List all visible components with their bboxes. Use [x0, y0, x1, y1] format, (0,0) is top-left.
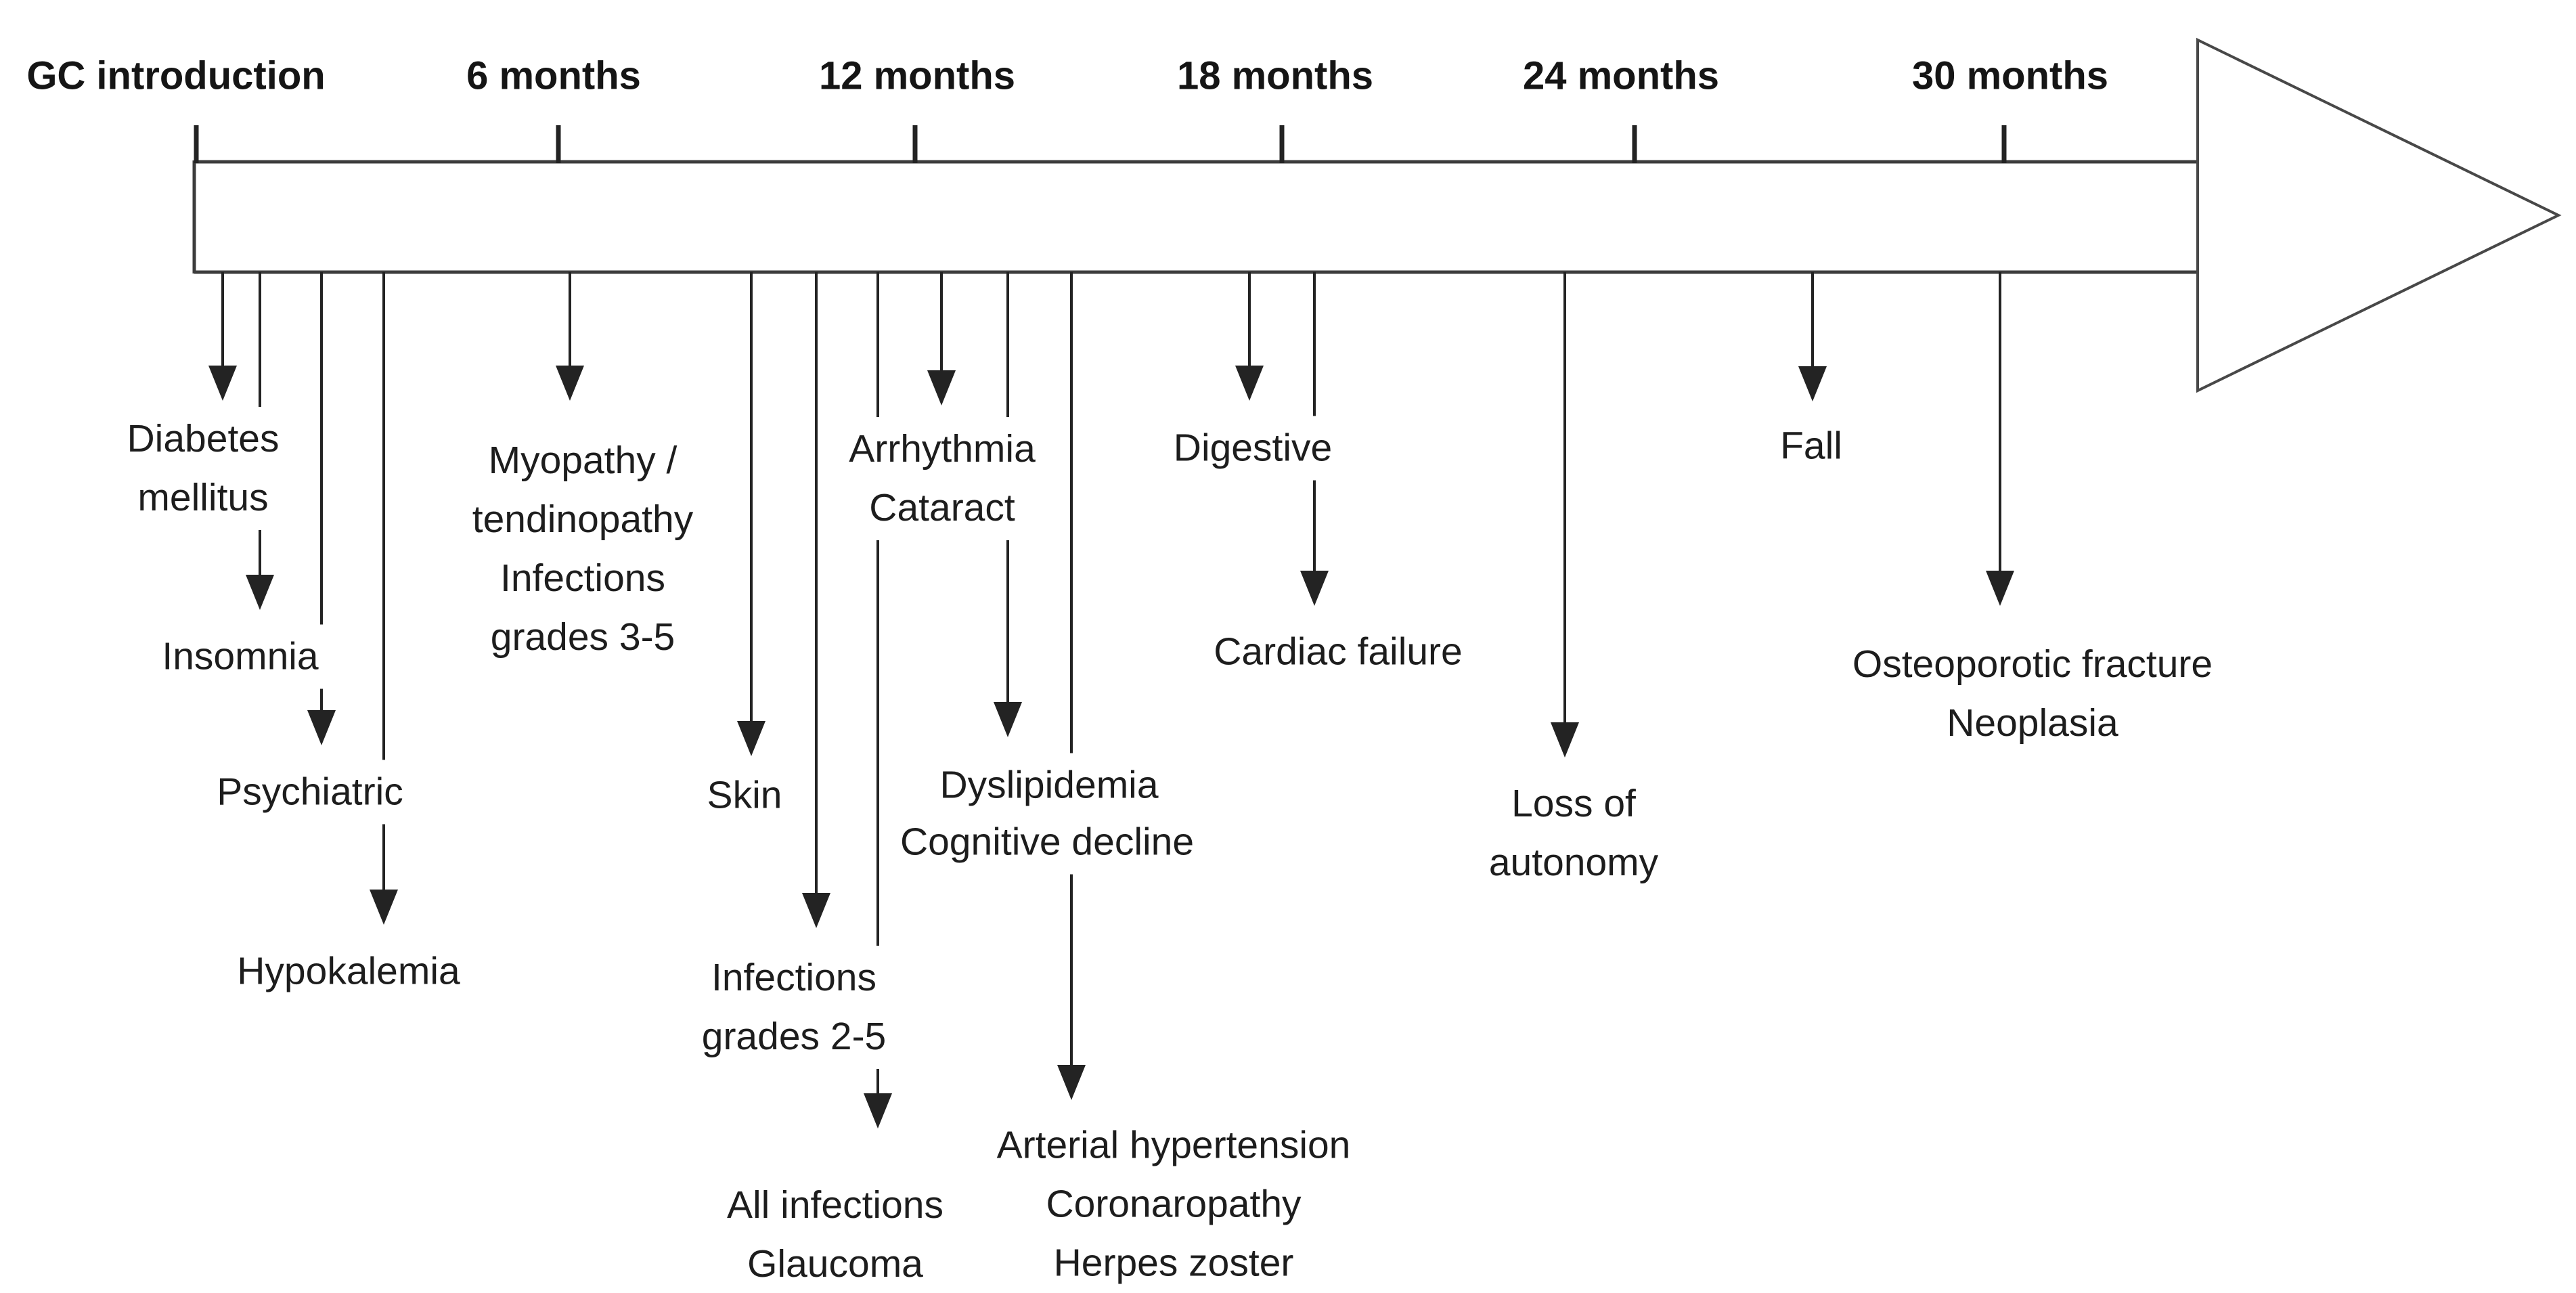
event-label-infections-grades-2-5: Infections grades 2-5 — [686, 946, 902, 1069]
event-label-digestive: Digestive — [1158, 416, 1348, 481]
arrow-diabetes-mellitus — [208, 272, 237, 401]
event-label-loss-of-autonomy: Loss of autonomy — [1473, 772, 1674, 895]
label-gc-introduction: GC introduction — [26, 53, 326, 98]
event-label-insomnia: Insomnia — [147, 624, 334, 689]
arrow-skin — [737, 272, 765, 756]
label-18-months: 18 months — [1176, 53, 1374, 98]
arrow-arterial-hypertension — [1057, 272, 1086, 1100]
arrow-hypokalemia — [370, 272, 398, 925]
event-arrows — [208, 272, 2014, 1128]
arrow-osteoporotic-fracture — [1986, 272, 2014, 606]
label-6-months: 6 months — [466, 53, 641, 98]
arrow-fall — [1798, 272, 1827, 401]
event-label-cognitive-decline: Cognitive decline — [885, 810, 1209, 875]
event-label-arrhythmia-cataract: Arrhythmia Cataract — [834, 417, 1050, 540]
event-label-all-infections-glaucoma: All infections Glaucoma — [712, 1173, 958, 1293]
timeline-arrow-head — [2196, 37, 2562, 393]
event-label-psychiatric: Psychiatric — [202, 760, 418, 825]
arrow-digestive — [1235, 272, 1264, 401]
month-ticks — [194, 125, 2007, 163]
event-label-hypokalemia: Hypokalemia — [222, 939, 475, 1004]
event-label-skin: Skin — [692, 763, 797, 828]
event-label-diabetes-mellitus: Diabetes mellitus — [112, 407, 294, 530]
event-label-fall: Fall — [1765, 414, 1857, 479]
timeline-bar — [192, 160, 2198, 274]
label-30-months: 30 months — [1911, 53, 2109, 98]
event-label-dyslipidemia: Dyslipidemia — [925, 753, 1174, 818]
arrow-myopathy-tendinopathy — [556, 272, 584, 401]
arrow-arrhythmia-cataract — [927, 272, 956, 406]
event-label-arterial-hypertension: Arterial hypertension Coronaropathy Herp… — [981, 1113, 1366, 1293]
event-label-osteoporotic-fracture: Osteoporotic fracture Neoplasia — [1837, 632, 2228, 755]
event-label-cardiac-failure: Cardiac failure — [1199, 619, 1478, 684]
label-12-months: 12 months — [818, 53, 1016, 98]
event-label-myopathy-tendinopathy: Myopathy / tendinopathy Infections grade… — [457, 429, 709, 670]
label-24-months: 24 months — [1522, 53, 1720, 98]
arrow-infections-grades-2-5 — [802, 272, 830, 928]
arrow-loss-of-autonomy — [1551, 272, 1579, 758]
